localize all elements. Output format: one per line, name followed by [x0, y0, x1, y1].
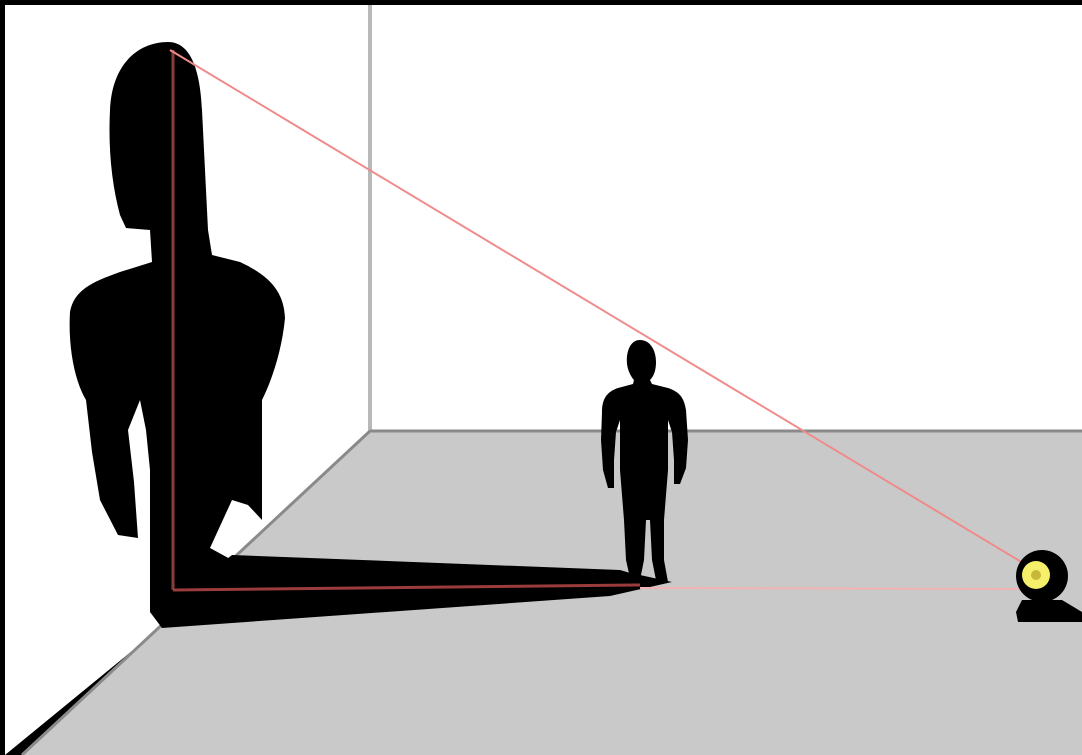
light-ray-to-feet	[640, 588, 1034, 589]
back-wall	[370, 5, 1082, 430]
frame-border-left	[0, 0, 5, 755]
frame-border-top	[0, 0, 1082, 5]
